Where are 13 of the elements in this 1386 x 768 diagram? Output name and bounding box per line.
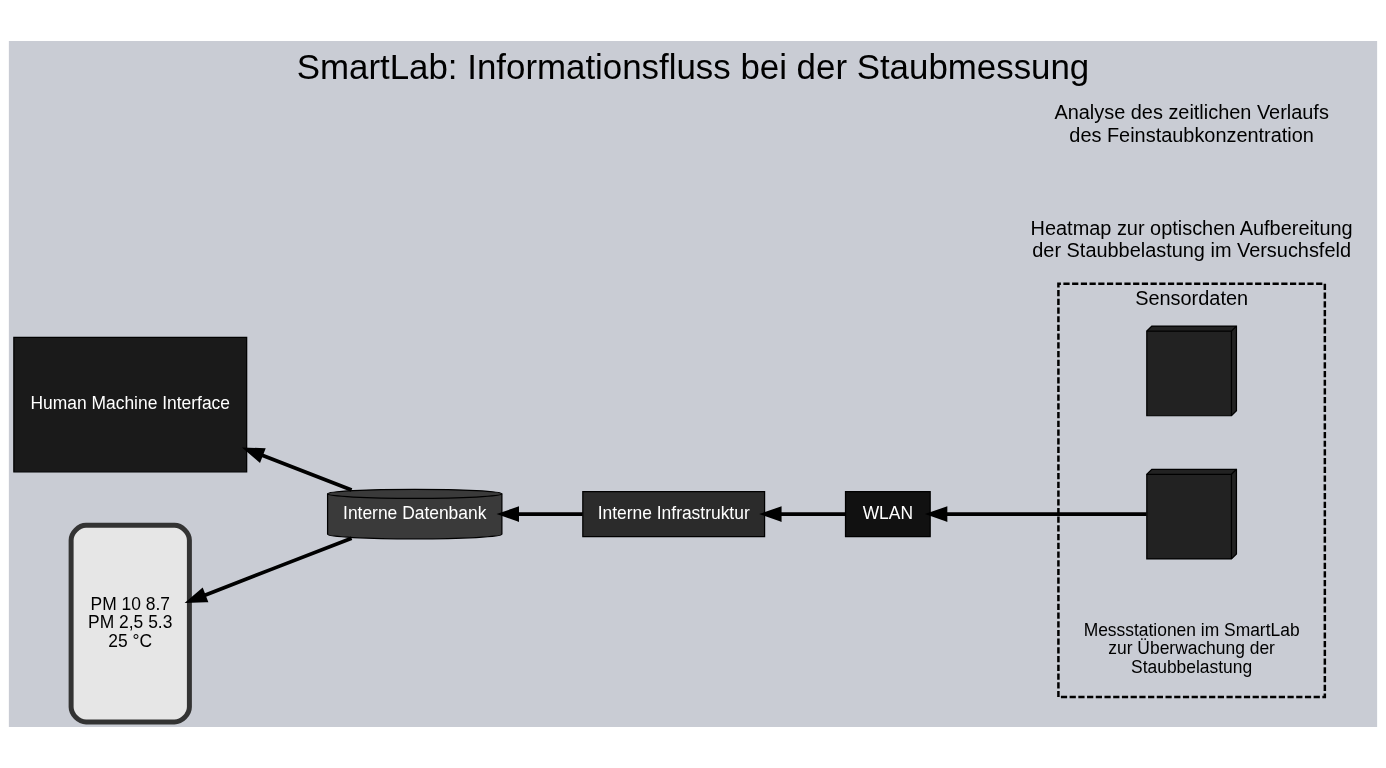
node-box: Interne Infrastruktur (582, 491, 766, 538)
arrow (924, 506, 1147, 522)
arrow (184, 536, 353, 604)
arrow (759, 506, 846, 522)
label: Analyse des zeitlichen Verlaufs des Feinstaubkonzentration (1054, 101, 1329, 146)
arrow (496, 506, 583, 522)
node-box: Human Machine Interface (13, 336, 248, 473)
node-box: WLAN (844, 491, 931, 538)
node-box: PM 10 8.7 PM 2,5 5.3 25 °C (68, 522, 192, 725)
arrow (241, 447, 353, 492)
diagram-title: SmartLab: Informationsfluss bei der Staubmessung (296, 46, 1090, 86)
node-label: Messstationen im SmartLab zur Überwachung der Staubbelastung (1083, 619, 1300, 678)
label: Heatmap zur optischen Aufbereitung der Staubbelastung im Versuchsfeld (1030, 216, 1353, 262)
